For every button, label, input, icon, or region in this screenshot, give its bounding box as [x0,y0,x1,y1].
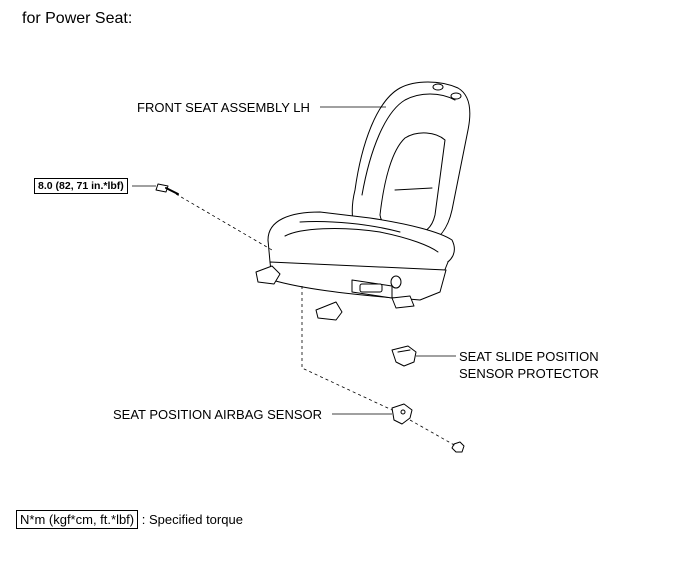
torque-legend: N*m (kgf*cm, ft.*lbf) : Specified torque [16,510,243,529]
nut [451,441,465,453]
airbag-sensor [391,403,413,425]
label-seat-position-airbag-sensor: SEAT POSITION AIRBAG SENSOR [113,407,323,422]
slide-sensor-protector [391,345,417,367]
diagram-heading: for Power Seat: [22,10,133,27]
label-slide-sensor-protector-line2: SENSOR PROTECTOR [459,366,599,381]
bolt [155,183,179,195]
leader-lines [132,106,456,415]
dashed-guides [175,193,457,447]
torque-spec-box: 8.0 (82, 71 in.*lbf) [34,178,128,194]
seat-back [351,81,471,245]
legend-text: : Specified torque [141,512,243,527]
label-slide-sensor-protector-line1: SEAT SLIDE POSITION [459,349,599,364]
label-front-seat-assembly: FRONT SEAT ASSEMBLY LH [137,100,310,115]
legend-unit-box: N*m (kgf*cm, ft.*lbf) [16,510,139,529]
seat-base [255,261,447,321]
